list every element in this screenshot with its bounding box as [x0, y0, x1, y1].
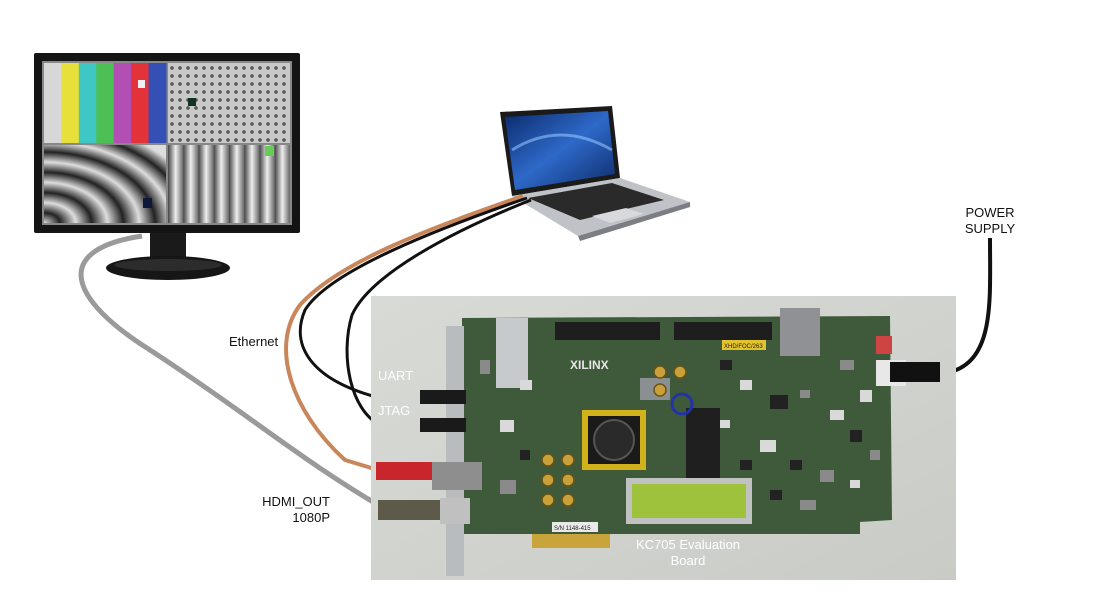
uart-connector	[420, 390, 466, 404]
monitor-neck	[150, 233, 186, 257]
sfp-cage	[496, 318, 528, 388]
board-component	[500, 480, 516, 494]
ethernet-plug	[376, 462, 436, 480]
gray-ramp-bar	[183, 145, 199, 223]
board-component	[740, 380, 752, 390]
monitor-dot-pattern	[168, 63, 290, 143]
laptop	[500, 106, 690, 241]
board-component	[870, 450, 880, 460]
color-bar	[113, 63, 132, 143]
uart-label: UART	[378, 368, 414, 383]
board-component	[850, 480, 860, 488]
power-supply-label-line2: SUPPLY	[964, 221, 1016, 236]
color-bar	[61, 63, 80, 143]
monitor-screen	[42, 61, 292, 225]
board-component	[740, 460, 752, 470]
monitor	[34, 53, 300, 280]
color-bar	[44, 63, 62, 143]
serial-number-label: S/N 1148-415	[554, 526, 591, 532]
gray-ramp-bar	[213, 145, 229, 223]
color-bar	[131, 63, 150, 143]
sma-connector	[653, 383, 667, 397]
color-bar	[96, 63, 115, 143]
gray-ramp-bar	[274, 145, 290, 223]
board-component	[850, 430, 862, 442]
fmc-connector-2	[674, 322, 772, 340]
ethernet-cable	[284, 194, 524, 472]
board-component	[800, 390, 810, 398]
sd-card-slot	[780, 308, 820, 356]
gray-ramp-bar	[198, 145, 214, 223]
board-components	[480, 360, 880, 510]
gray-ramp-pattern	[168, 145, 290, 223]
sma-connector	[541, 493, 555, 507]
color-bar	[78, 63, 97, 143]
mounting-bracket	[446, 326, 464, 576]
board-component	[830, 410, 844, 420]
jtag-connector	[420, 418, 466, 432]
gray-ramp-bar	[259, 145, 275, 223]
sma-connectors	[541, 365, 687, 507]
board-component	[520, 450, 530, 460]
power-supply-label-line1: POWER	[965, 205, 1015, 220]
color-bar	[148, 63, 167, 143]
board-component	[860, 390, 872, 402]
board-code-label: XHD/FOC/263	[724, 344, 763, 350]
ethernet-label: Ethernet	[229, 334, 279, 349]
board-component	[770, 490, 782, 500]
zone-plate-pattern	[44, 145, 166, 223]
board-component	[480, 360, 490, 374]
sma-connector	[653, 365, 667, 379]
hdmi-out-label: HDMI_OUT 1080P	[256, 494, 330, 526]
gray-ramp-bar	[229, 145, 245, 223]
sma-connector	[561, 453, 575, 467]
lcd-display	[632, 484, 746, 518]
hdmi-out-label-line1: HDMI_OUT	[262, 494, 330, 509]
hdmi-cable	[78, 233, 392, 515]
uart-cable	[298, 196, 528, 400]
board-name-label-line1: KC705 Evaluation	[635, 537, 741, 552]
board-component	[820, 470, 834, 482]
board-component	[790, 460, 802, 470]
board-component	[800, 500, 816, 510]
hdmi-plug	[378, 500, 442, 520]
board-name-label-line2: Board	[670, 553, 706, 568]
board-name-label: KC705 Evaluation Board	[618, 537, 758, 569]
color-bars-pattern	[44, 63, 167, 143]
pcb	[462, 316, 892, 548]
power-cable	[945, 237, 993, 374]
sma-connector	[541, 453, 555, 467]
sma-connector	[561, 473, 575, 487]
jtag-label: JTAG	[378, 403, 411, 418]
board-component	[760, 440, 776, 452]
xilinx-logo: XILINX	[570, 358, 609, 372]
board-component	[720, 420, 730, 428]
cables	[78, 194, 993, 515]
laptop-screen	[505, 111, 615, 190]
board-component	[770, 395, 788, 409]
power-supply-label: POWER SUPPLY	[958, 205, 1022, 237]
board-component	[840, 360, 854, 370]
board-component	[720, 360, 732, 370]
jtag-cable	[345, 198, 532, 427]
pcie-edge-connector	[532, 534, 610, 548]
gray-ramp-bar	[168, 145, 184, 223]
kc705-board: XILINX XHD/FOC/263 S/N 1148-415	[371, 296, 956, 580]
sma-connector	[561, 493, 575, 507]
fmc-connector-1	[555, 322, 660, 340]
hdmi-out-label-line2: 1080P	[292, 510, 330, 525]
board-component	[500, 420, 514, 432]
gray-ramp-bar	[244, 145, 260, 223]
sma-connector	[541, 473, 555, 487]
board-component	[520, 380, 532, 390]
sma-connector	[673, 365, 687, 379]
